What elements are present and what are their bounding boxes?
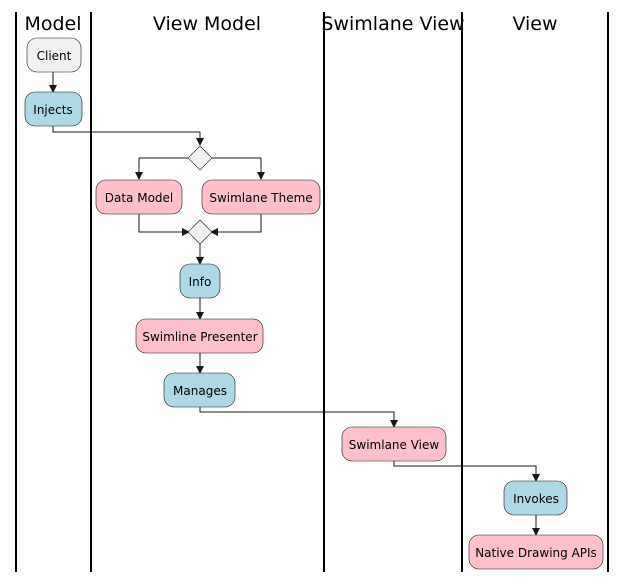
arrowhead <box>532 474 540 482</box>
split-diamond <box>187 145 213 171</box>
arrowhead <box>196 138 204 146</box>
node-injects-label: Injects <box>33 103 72 117</box>
activity-nodes: Client Injects Data Model Swimlane Theme… <box>24 37 604 570</box>
node-injects: Injects <box>24 91 83 127</box>
arrowhead <box>532 528 540 536</box>
arrowhead <box>196 257 204 265</box>
node-swimlane-theme-label: Swimlane Theme <box>209 191 312 205</box>
arrowhead <box>196 366 204 374</box>
arrowhead <box>390 420 398 428</box>
node-native-drawing-apis-label: Native Drawing APIs <box>475 546 597 560</box>
edge-manages-swimlaneview <box>199 407 395 423</box>
node-swimlane-view: Swimlane View <box>341 426 447 462</box>
arrowhead <box>182 228 190 236</box>
arrowhead <box>210 228 218 236</box>
arrowhead <box>257 172 265 180</box>
node-injects-box <box>24 91 83 127</box>
node-invokes-box <box>503 480 568 516</box>
lane-title-view: View <box>512 13 557 35</box>
node-manages-box <box>163 372 236 408</box>
edge-split-theme <box>212 157 262 175</box>
lane-title-swimlane-view: Swimlane View <box>321 13 464 35</box>
node-swimline-presenter: Swimline Presenter <box>135 318 264 354</box>
node-manages: Manages <box>163 372 236 408</box>
edge-split-datamodel <box>138 157 188 175</box>
node-data-model-label: Data Model <box>105 191 174 205</box>
arrowhead <box>196 312 204 320</box>
node-client: Client <box>26 37 82 73</box>
node-manages-label: Manages <box>173 384 227 398</box>
node-native-drawing-apis: Native Drawing APIs <box>468 534 604 570</box>
node-invokes: Invokes <box>503 480 568 516</box>
node-client-box <box>26 37 82 73</box>
node-info-box <box>179 263 221 299</box>
lane-titles: Model View Model Swimlane View View <box>24 13 557 35</box>
edge-swimlaneview-invokes <box>393 461 537 477</box>
node-native-drawing-apis-box <box>468 534 604 570</box>
node-data-model: Data Model <box>95 179 183 215</box>
edge-datamodel-merge <box>138 214 185 233</box>
decision-nodes <box>187 145 213 245</box>
node-swimline-presenter-label: Swimline Presenter <box>142 330 257 344</box>
node-swimlane-theme: Swimlane Theme <box>201 179 321 215</box>
node-data-model-box <box>95 179 183 215</box>
node-swimlane-theme-box <box>201 179 321 215</box>
node-client-label: Client <box>37 49 72 63</box>
edges <box>49 72 540 536</box>
lane-title-view-model: View Model <box>153 13 261 35</box>
node-swimline-presenter-box <box>135 318 264 354</box>
node-swimlane-view-box <box>341 426 447 462</box>
node-info-label: Info <box>189 275 212 289</box>
lane-title-model: Model <box>24 13 81 35</box>
edge-theme-merge <box>215 214 262 233</box>
edge-injects-split <box>52 126 201 141</box>
arrowhead <box>49 85 57 93</box>
arrowhead <box>135 172 143 180</box>
node-invokes-label: Invokes <box>513 492 559 506</box>
merge-diamond <box>187 219 213 245</box>
lane-separators <box>15 12 609 572</box>
node-swimlane-view-label: Swimlane View <box>349 438 440 452</box>
node-info: Info <box>179 263 221 299</box>
